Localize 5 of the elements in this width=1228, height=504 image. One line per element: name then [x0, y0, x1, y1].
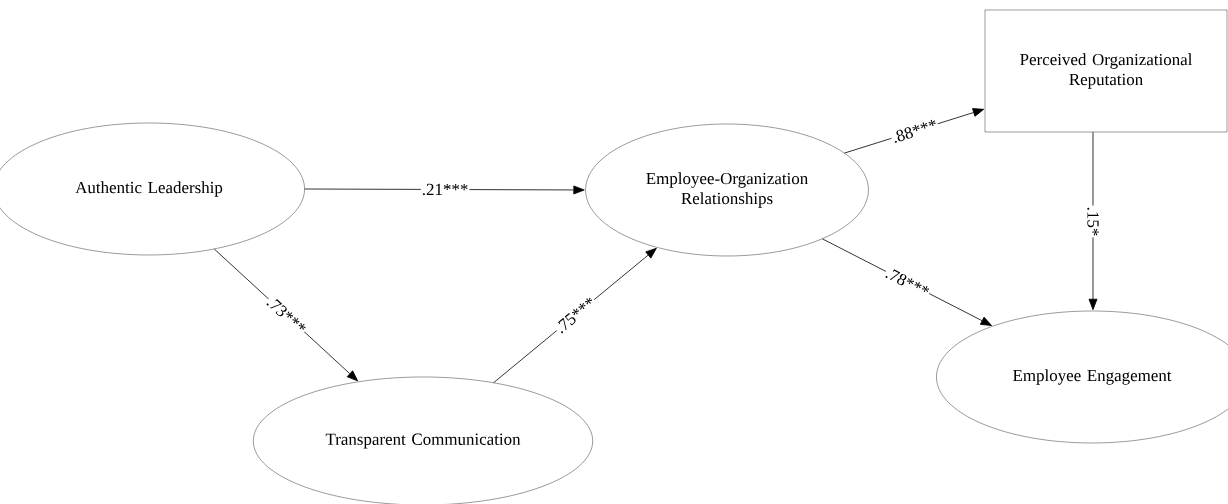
edge-label: .88*** [889, 117, 940, 145]
edge-label: .21*** [420, 182, 470, 197]
edge-label: .78*** [882, 265, 933, 300]
edge-label: .15* [1086, 205, 1100, 238]
construct-box: Perceived Organizational Reputation [984, 9, 1228, 133]
